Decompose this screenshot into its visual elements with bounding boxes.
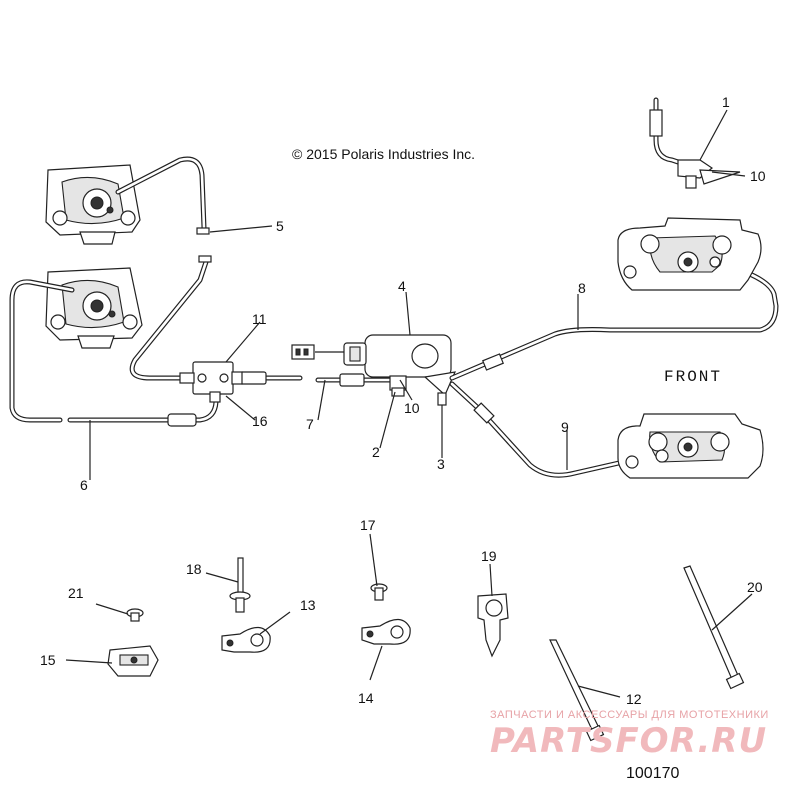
callout-1: 1: [722, 94, 730, 110]
brake-line-6: [9, 279, 219, 427]
callout-16: 16: [252, 413, 268, 429]
callout-4: 4: [398, 278, 406, 294]
cable-tie-12: [549, 639, 605, 742]
brake-line-5: [115, 156, 212, 381]
diagram-number: 100170: [626, 765, 679, 782]
callout-5: 5: [276, 218, 284, 234]
brake-line-9: [449, 381, 635, 478]
brake-line-7: [229, 371, 393, 387]
callout-12: 12: [626, 691, 642, 707]
cable-tie-20: [683, 565, 745, 690]
callout-19: 19: [481, 548, 497, 564]
screw-17: [370, 583, 388, 601]
callout-18: 18: [186, 561, 202, 577]
watermark-brand: PARTSFOR.RU: [490, 721, 767, 761]
callout-7: 7: [306, 416, 314, 432]
callout-15: 15: [40, 652, 56, 668]
front-caliper-right: [617, 217, 762, 291]
front-direction-label: FRONT: [664, 368, 722, 386]
callout-3: 3: [437, 456, 445, 472]
callout-6: 6: [80, 477, 88, 493]
copyright-notice: © 2015 Polaris Industries Inc.: [292, 146, 475, 162]
clip-19: [477, 593, 509, 658]
rear-caliper-lower: [45, 267, 143, 349]
callout-8: 8: [578, 280, 586, 296]
p-clamp-13: [221, 626, 271, 653]
master-cylinder-4: [291, 334, 456, 406]
brake-tee-11: [179, 361, 243, 403]
callout-9: 9: [561, 419, 569, 435]
callout-10-mid: 10: [404, 400, 420, 416]
callout-10-top: 10: [750, 168, 766, 184]
front-caliper-left: [617, 413, 764, 479]
p-clamp-14: [361, 618, 411, 645]
callout-13: 13: [300, 597, 316, 613]
rear-caliper-upper: [45, 164, 141, 245]
leader-lines: [65, 109, 753, 698]
brake-fitting-1: [649, 97, 741, 189]
callout-20: 20: [747, 579, 763, 595]
brake-line-8: [449, 269, 779, 381]
watermark-tagline: ЗАПЧАСТИ И АКСЕССУАРЫ ДЛЯ МОТОТЕХНИКИ: [490, 709, 769, 721]
callout-11: 11: [252, 311, 267, 327]
push-rivet-18: [229, 557, 251, 613]
clip-nut-15: [107, 645, 159, 677]
callout-17: 17: [360, 517, 376, 533]
callout-14: 14: [358, 690, 374, 706]
screw-21: [126, 608, 144, 622]
callout-2: 2: [372, 444, 380, 460]
callout-21: 21: [68, 585, 84, 601]
